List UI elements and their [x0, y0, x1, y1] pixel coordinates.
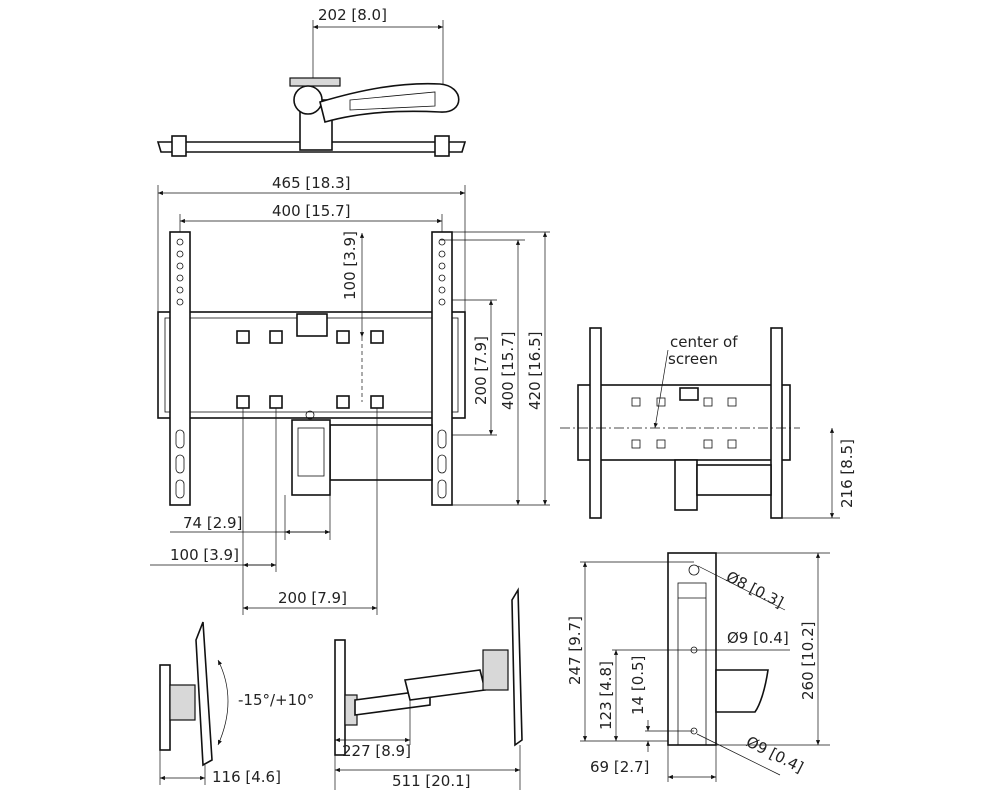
dim-max-depth-511: 511 [20.1]	[392, 772, 471, 790]
top-view: 202 [8.0]	[156, 6, 467, 157]
dim-hole-horizontal-100: 100 [3.9]	[170, 546, 239, 564]
dim-top-width: 202 [8.0]	[318, 6, 387, 24]
wall-plate-detail: 260 [10.2] 247 [9.7] 123 [4.8] 14 [0.5] …	[566, 552, 830, 782]
dim-wall-plate-260: 260 [10.2]	[799, 621, 817, 700]
dim-height-420: 420 [16.5]	[526, 331, 544, 410]
center-of-screen-view: center of screen 216 [8.5]	[560, 327, 856, 519]
dim-hole-offset-top: 100 [3.9]	[341, 231, 359, 300]
center-label-line1: center of	[670, 333, 738, 351]
dim-min-depth-116: 116 [4.6]	[212, 768, 281, 786]
dim-carriage-74: 74 [2.9]	[183, 514, 242, 532]
dim-overall-width: 465 [18.3]	[272, 174, 351, 192]
tilt-side-view: -15°/+10° 116 [4.6]	[159, 621, 314, 786]
dim-wall-plate-123: 123 [4.8]	[597, 661, 615, 730]
dim-hole-dia-mid: Ø9 [0.4]	[727, 629, 789, 647]
dim-arm-227: 227 [8.9]	[342, 742, 411, 760]
tilt-range-label: -15°/+10°	[238, 691, 314, 709]
dim-hole-horizontal-200: 200 [7.9]	[278, 589, 347, 607]
dim-keyhole-dia: Ø8 [0.3]	[723, 568, 786, 612]
dim-center-offset-216: 216 [8.5]	[838, 439, 856, 508]
center-label-line2: screen	[668, 350, 718, 368]
dim-hole-dia-bottom: Ø9 [0.4]	[743, 733, 806, 777]
front-view: 465 [18.3] 400 [15.7] 200 [7	[150, 174, 550, 615]
dim-rail-spacing: 400 [15.7]	[272, 202, 351, 220]
dim-wall-plate-247: 247 [9.7]	[566, 616, 584, 685]
dim-height-400: 400 [15.7]	[499, 331, 517, 410]
extended-arm-side-view: 227 [8.9] 511 [20.1]	[334, 587, 523, 790]
dim-hole-vertical-200: 200 [7.9]	[472, 336, 490, 405]
dim-wall-plate-14: 14 [0.5]	[629, 656, 647, 715]
dim-wall-plate-width-69: 69 [2.7]	[590, 758, 649, 776]
